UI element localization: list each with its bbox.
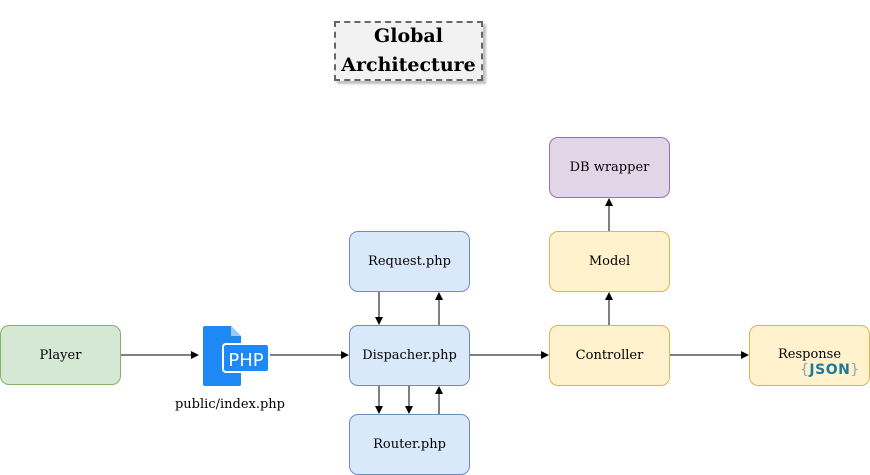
node-controller-label: Controller <box>575 348 644 363</box>
node-response-label: Response <box>777 347 842 362</box>
node-db-wrapper: DB wrapper <box>549 137 670 198</box>
php-icon-text: PHP <box>228 350 263 371</box>
json-icon: {JSON} <box>800 362 860 378</box>
node-router-label: Router.php <box>373 437 446 452</box>
node-controller: Controller <box>549 325 670 386</box>
node-db-wrapper-label: DB wrapper <box>569 160 650 175</box>
node-request: Request.php <box>349 231 470 292</box>
node-request-label: Request.php <box>368 254 451 269</box>
node-response: Response <box>749 325 870 386</box>
json-icon-text: JSON <box>809 362 851 378</box>
php-file-icon: PHP <box>203 326 269 386</box>
node-player: Player <box>0 325 121 385</box>
node-model: Model <box>549 231 670 292</box>
node-dispacher-label: Dispacher.php <box>362 348 457 363</box>
node-dispacher: Dispacher.php <box>349 325 470 386</box>
node-model-label: Model <box>588 254 631 269</box>
node-router: Router.php <box>349 414 470 475</box>
index-php-label: public/index.php <box>174 397 286 412</box>
node-player-label: Player <box>39 347 82 363</box>
